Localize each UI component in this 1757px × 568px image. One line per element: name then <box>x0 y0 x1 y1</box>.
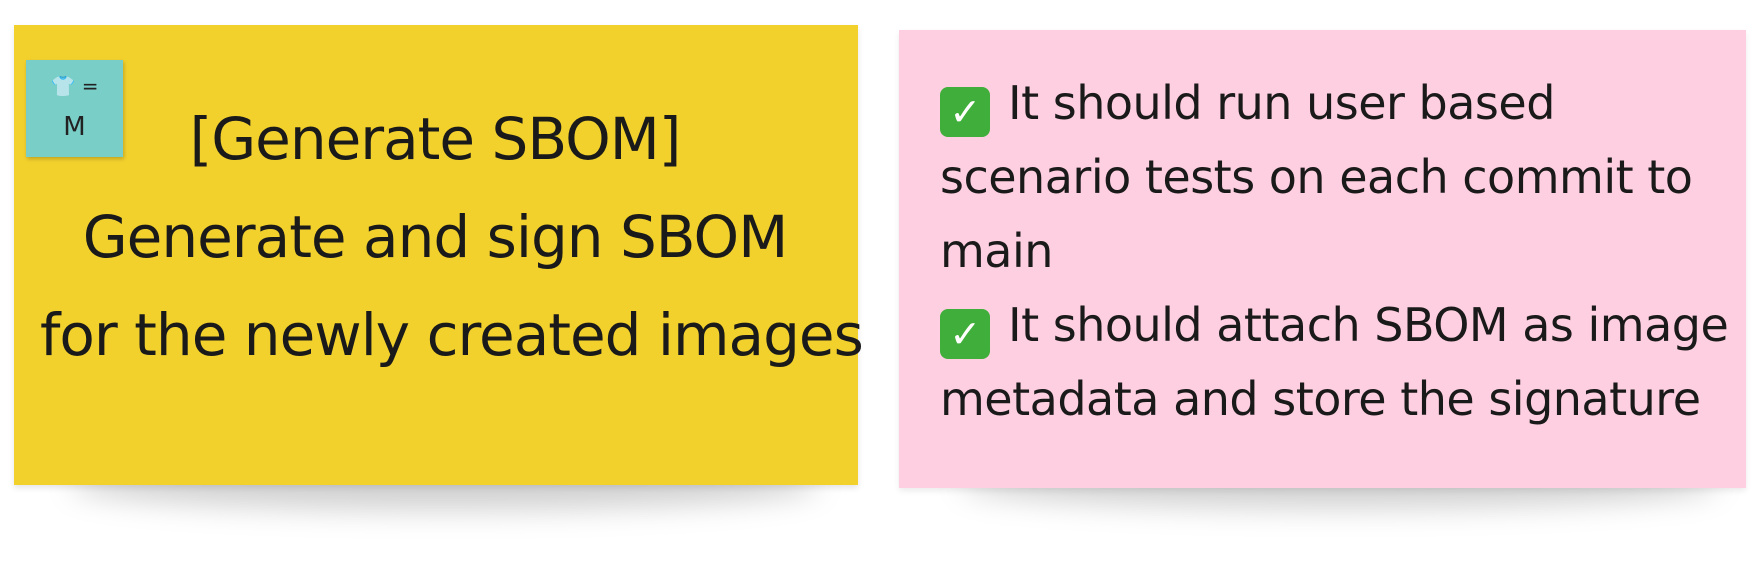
check-mark-icon: ✓ <box>940 309 990 359</box>
check-mark-icon: ✓ <box>940 87 990 137</box>
criteria-line: metadata and store the signature <box>940 372 1701 426</box>
criteria-line: It should run user based <box>1008 76 1555 130</box>
criteria-line: main <box>940 224 1053 278</box>
story-sticky-note[interactable] <box>14 25 858 485</box>
story-text: [Generate SBOM] Generate and sign SBOM f… <box>40 90 864 384</box>
criteria-item: ✓ It should run user based <box>940 66 1730 140</box>
size-tag-header: 👕 = <box>26 74 123 98</box>
size-tag[interactable]: 👕 = M <box>26 60 123 157</box>
story-line: for the newly created images <box>40 301 864 369</box>
story-line: Generate and sign SBOM <box>82 203 789 271</box>
criteria-item: ✓ It should attach SBOM as image <box>940 288 1730 362</box>
criteria-text: ✓ It should run user based scenario tests… <box>940 66 1730 436</box>
size-tag-equals: = <box>81 74 99 98</box>
size-tag-value: M <box>63 112 86 142</box>
shirt-icon: 👕 <box>50 74 76 98</box>
criteria-sticky-note[interactable] <box>899 30 1746 488</box>
story-title: [Generate SBOM] <box>189 105 682 173</box>
criteria-line: It should attach SBOM as image <box>1008 298 1729 352</box>
criteria-line: scenario tests on each commit to <box>940 150 1693 204</box>
